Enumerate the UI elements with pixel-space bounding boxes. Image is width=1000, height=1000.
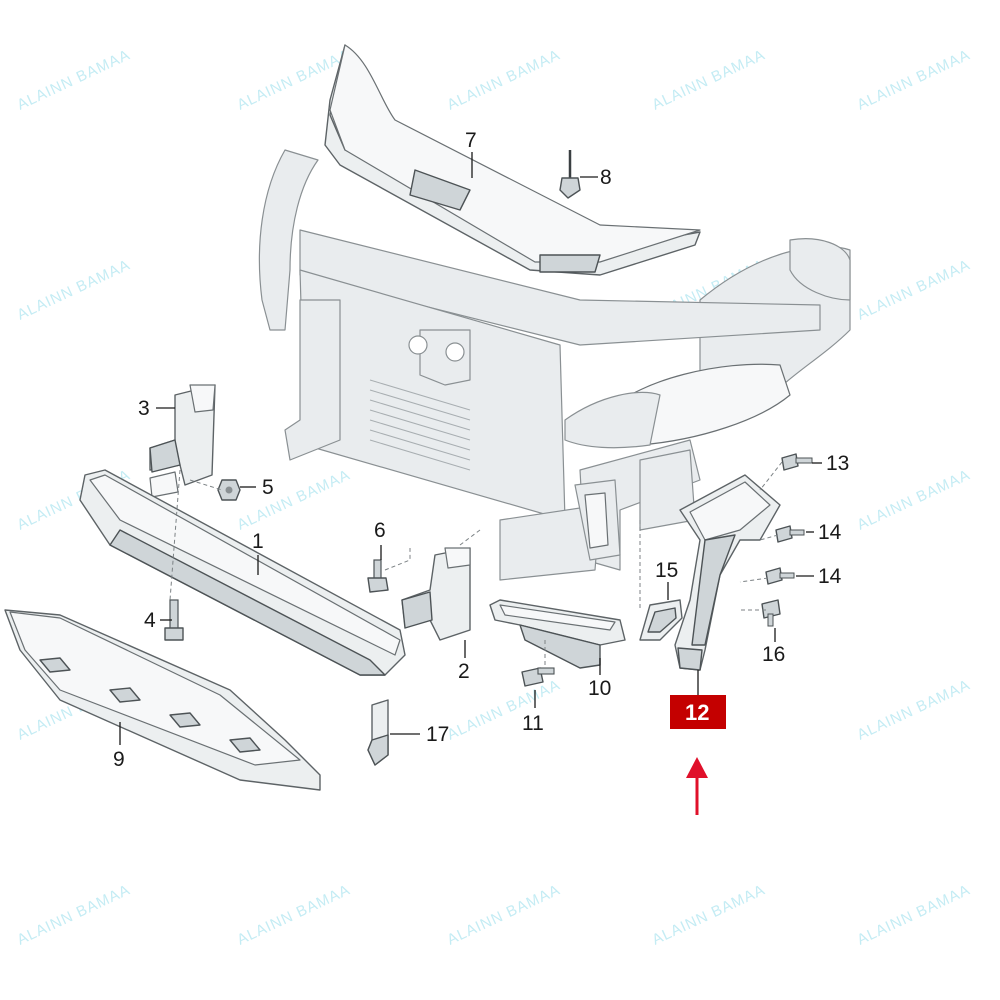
part-4-bolt <box>164 599 184 641</box>
part-12-guide-bracket <box>674 474 781 671</box>
assembly-lines <box>169 461 783 668</box>
part-2-center-bracket <box>401 547 471 641</box>
part-10-support-rail <box>489 599 626 669</box>
watermark: ALAINN BAMAA <box>235 881 354 948</box>
callout-label-7: 7 <box>465 129 477 152</box>
leader-lines <box>119 152 822 745</box>
watermark: ALAINN BAMAA <box>15 881 134 948</box>
part-14a-screw <box>775 525 805 543</box>
part-17-small-bracket <box>367 699 389 766</box>
callout-label-9: 9 <box>113 748 125 771</box>
part-8-clip <box>559 150 581 199</box>
callout-label-2: 2 <box>458 660 470 683</box>
callout-label-10: 10 <box>588 677 611 700</box>
part-9-energy-absorber <box>4 609 321 791</box>
watermark: ALAINN BAMAA <box>445 676 564 743</box>
watermark: ALAINN BAMAA <box>445 46 564 113</box>
highlight-box <box>670 695 726 729</box>
callout-label-15: 15 <box>655 559 678 582</box>
part-16-screw <box>761 599 781 627</box>
watermark: ALAINN BAMAA <box>855 466 974 533</box>
callout-label-13: 13 <box>826 452 849 475</box>
callout-label-14: 14 <box>818 521 842 544</box>
watermark: ALAINN BAMAA <box>15 46 134 113</box>
part-15-clip <box>639 599 683 641</box>
part-14b-screw <box>765 567 795 585</box>
callout-label-4: 4 <box>144 609 156 632</box>
radiator-fins <box>369 379 471 471</box>
callout-label-6: 6 <box>374 519 386 542</box>
up-arrow-icon <box>686 757 708 778</box>
watermark: ALAINN BAMAA <box>650 46 769 113</box>
part-6-bolt <box>367 559 389 593</box>
part-7-upper-cover <box>324 44 701 276</box>
watermark: ALAINN BAMAA <box>445 881 564 948</box>
watermark: ALAINN BAMAA <box>650 881 769 948</box>
highlight-label: 12 <box>685 700 709 725</box>
callout-label-1: 1 <box>252 530 264 553</box>
callout-label-11: 11 <box>522 712 544 735</box>
vehicle-front-frame <box>258 149 851 581</box>
part-3-left-bracket <box>149 384 216 498</box>
watermark: ALAINN BAMAA <box>235 466 354 533</box>
highlight-part-12: 12 <box>670 695 726 815</box>
callout-labels: 7 8 3 5 1 6 4 2 10 11 9 17 13 14 14 16 1… <box>113 129 849 771</box>
part-5-nut <box>217 479 241 501</box>
callout-label-17: 17 <box>426 723 449 746</box>
watermark: ALAINN BAMAA <box>855 676 974 743</box>
part-11-bolt <box>521 667 555 687</box>
callout-label-5: 5 <box>262 476 274 499</box>
watermark: ALAINN BAMAA <box>855 256 974 323</box>
part-13-screw <box>781 453 813 471</box>
watermark: ALAINN BAMAA <box>855 46 974 113</box>
watermark: ALAINN BAMAA <box>855 881 974 948</box>
watermark: ALAINN BAMAA <box>15 256 134 323</box>
part-1-bumper-beam <box>79 469 406 676</box>
callout-label-16: 16 <box>762 643 785 666</box>
callout-label-3: 3 <box>138 397 150 420</box>
callout-label-14: 14 <box>818 565 842 588</box>
callout-label-8: 8 <box>600 166 612 189</box>
